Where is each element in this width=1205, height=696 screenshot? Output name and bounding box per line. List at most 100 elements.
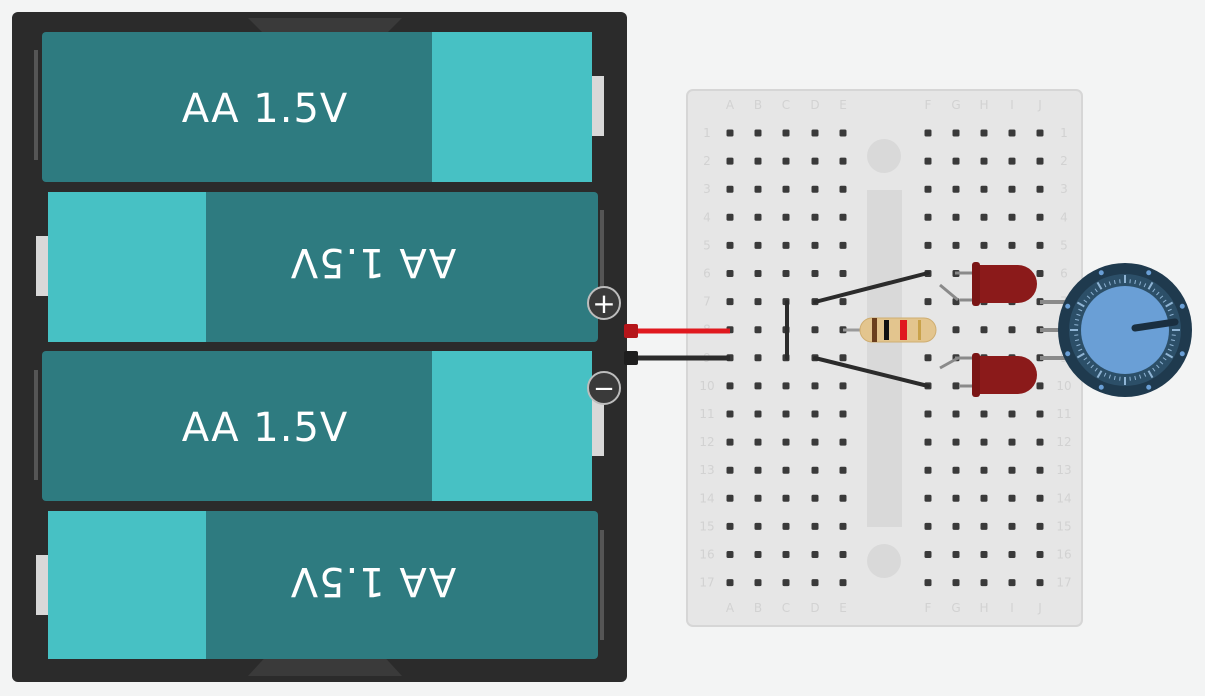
breadboard-hole[interactable]	[924, 551, 932, 558]
breadboard-hole[interactable]	[811, 129, 819, 137]
breadboard-hole[interactable]	[754, 522, 762, 530]
minus-terminal[interactable]: −	[587, 371, 621, 405]
jumper-wire[interactable]	[813, 356, 930, 388]
breadboard-hole[interactable]	[811, 522, 819, 530]
breadboard-hole[interactable]	[1008, 438, 1016, 446]
breadboard-hole[interactable]	[811, 157, 819, 165]
breadboard-hole[interactable]	[726, 185, 734, 193]
breadboard-hole[interactable]	[839, 157, 847, 165]
breadboard-hole[interactable]	[1036, 551, 1044, 558]
breadboard-hole[interactable]	[1036, 466, 1044, 474]
breadboard-hole[interactable]	[726, 551, 734, 558]
breadboard-hole[interactable]	[811, 241, 819, 249]
breadboard-hole[interactable]	[924, 157, 932, 165]
breadboard-hole[interactable]	[811, 410, 819, 418]
breadboard-hole[interactable]	[1036, 579, 1044, 587]
breadboard-hole[interactable]	[952, 438, 960, 446]
breadboard-hole[interactable]	[952, 129, 960, 137]
breadboard-hole[interactable]	[839, 382, 847, 390]
breadboard-hole[interactable]	[924, 410, 932, 418]
battery-cell-4[interactable]: AA 1.5V	[36, 511, 598, 659]
breadboard-hole[interactable]	[726, 157, 734, 165]
breadboard-hole[interactable]	[754, 438, 762, 446]
breadboard-hole[interactable]	[726, 522, 734, 530]
breadboard-hole[interactable]	[980, 522, 988, 530]
breadboard-hole[interactable]	[1008, 157, 1016, 165]
breadboard-hole[interactable]	[811, 382, 819, 390]
battery-leads[interactable]	[624, 324, 730, 365]
breadboard-hole[interactable]	[782, 241, 790, 249]
breadboard-hole[interactable]	[782, 382, 790, 390]
breadboard-hole[interactable]	[782, 410, 790, 418]
breadboard-hole[interactable]	[980, 326, 988, 334]
breadboard-hole[interactable]	[811, 185, 819, 193]
breadboard-hole[interactable]	[1008, 129, 1016, 137]
breadboard-hole[interactable]	[754, 270, 762, 277]
breadboard-hole[interactable]	[924, 185, 932, 193]
breadboard-hole[interactable]	[924, 494, 932, 502]
breadboard-hole[interactable]	[726, 579, 734, 587]
breadboard-hole[interactable]	[952, 382, 960, 390]
breadboard-hole[interactable]	[811, 466, 819, 474]
breadboard-hole[interactable]	[726, 270, 734, 277]
breadboard-hole[interactable]	[952, 241, 960, 249]
breadboard-hole[interactable]	[924, 579, 932, 587]
breadboard-hole[interactable]	[839, 494, 847, 502]
breadboard-hole[interactable]	[754, 410, 762, 418]
breadboard-hole[interactable]	[811, 270, 819, 277]
breadboard-hole[interactable]	[980, 213, 988, 221]
breadboard-hole[interactable]	[726, 466, 734, 474]
breadboard-hole[interactable]	[980, 410, 988, 418]
breadboard-hole[interactable]	[754, 382, 762, 390]
breadboard-hole[interactable]	[980, 579, 988, 587]
led-bottom[interactable]	[939, 353, 1037, 397]
breadboard-hole[interactable]	[839, 522, 847, 530]
breadboard-hole[interactable]	[1036, 185, 1044, 193]
breadboard-hole[interactable]	[952, 157, 960, 165]
battery-pack[interactable]: AA 1.5V AA 1.5V AA 1.5V AA 1.5V	[12, 12, 627, 682]
battery-cell-2[interactable]: AA 1.5V	[36, 192, 598, 342]
breadboard-hole[interactable]	[782, 579, 790, 587]
breadboard-hole[interactable]	[811, 551, 819, 558]
breadboard-hole[interactable]	[924, 129, 932, 137]
breadboard-hole[interactable]	[839, 241, 847, 249]
breadboard-hole[interactable]	[782, 185, 790, 193]
breadboard-hole[interactable]	[726, 129, 734, 137]
jumper-wire[interactable]	[813, 271, 930, 304]
breadboard-hole[interactable]	[726, 298, 734, 306]
breadboard-hole[interactable]	[839, 270, 847, 277]
breadboard-hole[interactable]	[924, 354, 932, 362]
breadboard-hole[interactable]	[1008, 466, 1016, 474]
breadboard-hole[interactable]	[726, 213, 734, 221]
breadboard-hole[interactable]	[1008, 185, 1016, 193]
breadboard-hole[interactable]	[839, 213, 847, 221]
breadboard-hole[interactable]	[952, 522, 960, 530]
breadboard-hole[interactable]	[980, 466, 988, 474]
breadboard-hole[interactable]	[811, 213, 819, 221]
plus-terminal[interactable]: +	[587, 286, 621, 320]
breadboard-hole[interactable]	[754, 157, 762, 165]
breadboard-hole[interactable]	[924, 241, 932, 249]
breadboard-hole[interactable]	[782, 213, 790, 221]
breadboard-hole[interactable]	[1036, 270, 1044, 277]
breadboard-hole[interactable]	[726, 410, 734, 418]
breadboard-hole[interactable]	[754, 579, 762, 587]
breadboard-hole[interactable]	[754, 326, 762, 334]
breadboard-hole[interactable]	[980, 157, 988, 165]
battery-cell-1[interactable]: AA 1.5V	[42, 32, 604, 182]
breadboard-hole[interactable]	[924, 466, 932, 474]
pot-knob[interactable]	[1081, 286, 1169, 374]
breadboard-hole[interactable]	[782, 129, 790, 137]
breadboard-hole[interactable]	[782, 551, 790, 558]
breadboard-hole[interactable]	[952, 466, 960, 474]
breadboard-hole[interactable]	[952, 494, 960, 502]
breadboard-hole[interactable]	[1008, 551, 1016, 558]
breadboard-hole[interactable]	[839, 438, 847, 446]
breadboard-hole[interactable]	[1008, 213, 1016, 221]
breadboard-hole[interactable]	[1036, 438, 1044, 446]
breadboard-hole[interactable]	[1008, 326, 1016, 334]
breadboard-hole[interactable]	[980, 185, 988, 193]
breadboard-hole[interactable]	[754, 298, 762, 306]
potentiometer-icon[interactable]	[1040, 263, 1192, 397]
breadboard-hole[interactable]	[782, 494, 790, 502]
